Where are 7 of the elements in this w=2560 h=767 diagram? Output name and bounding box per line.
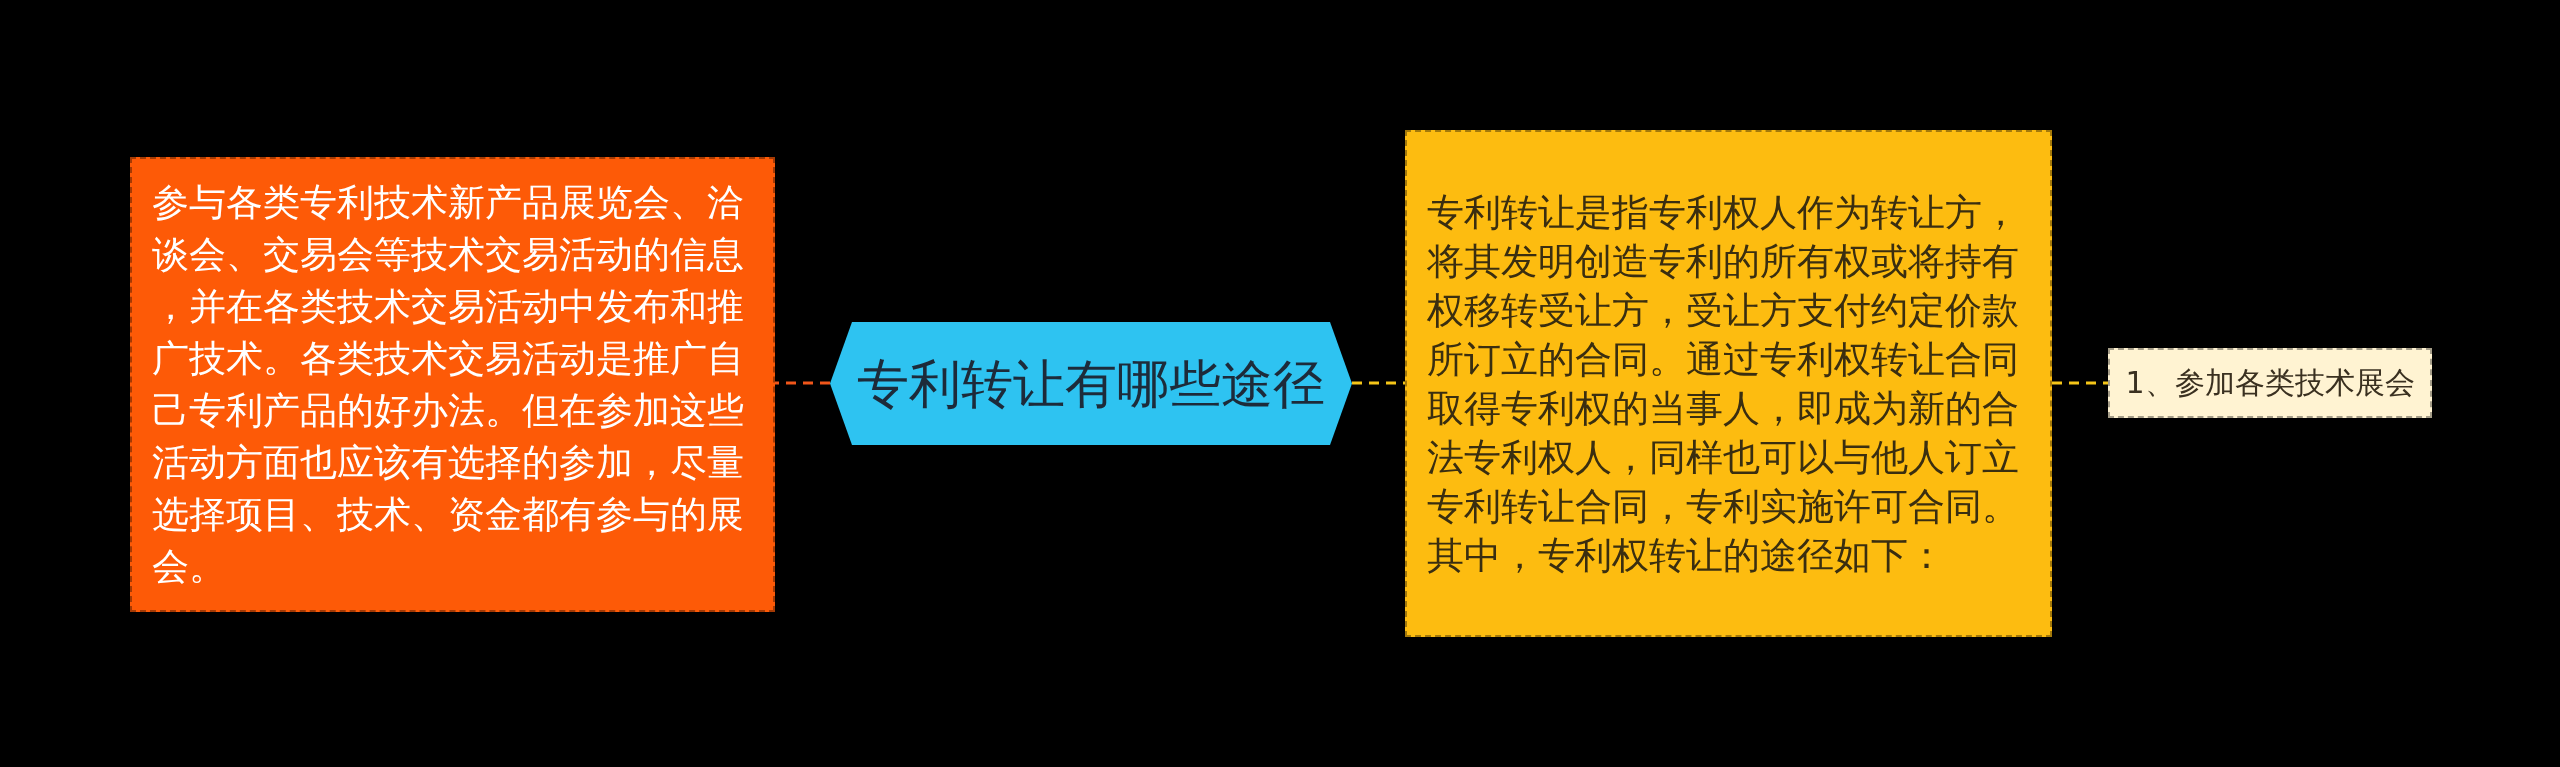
connector-line <box>775 381 830 385</box>
label-box: 1、参加各类技术展会 <box>2108 348 2432 418</box>
topic-hexagon: 专利转让有哪些途径 <box>830 322 1352 445</box>
text-box: 参与各类专利技术新产品展览会、洽谈会、交易会等技术交易活动的信息，并在各类技术交易活动中发布和推广技术。各类技术交易活动是推广自己专利产品的好办法。但在参加这些活动方面也应该有选择的参加，尽量选择项目、技术、资金都有参与的展会。 <box>130 157 775 612</box>
connector-line <box>2052 381 2108 385</box>
text-box: 专利转让是指专利权人作为转让方，将其发明创造专利的所有权或将持有权移转受让方，受让方支付约定价款所订立的合同。通过专利权转让合同取得专利权的当事人，即成为新的合法专利权人，同样也可以与他人订立专利转让合同，专利实施许可合同。其中，专利权转让的途径如下： <box>1405 130 2052 637</box>
connector-line <box>1352 381 1405 385</box>
